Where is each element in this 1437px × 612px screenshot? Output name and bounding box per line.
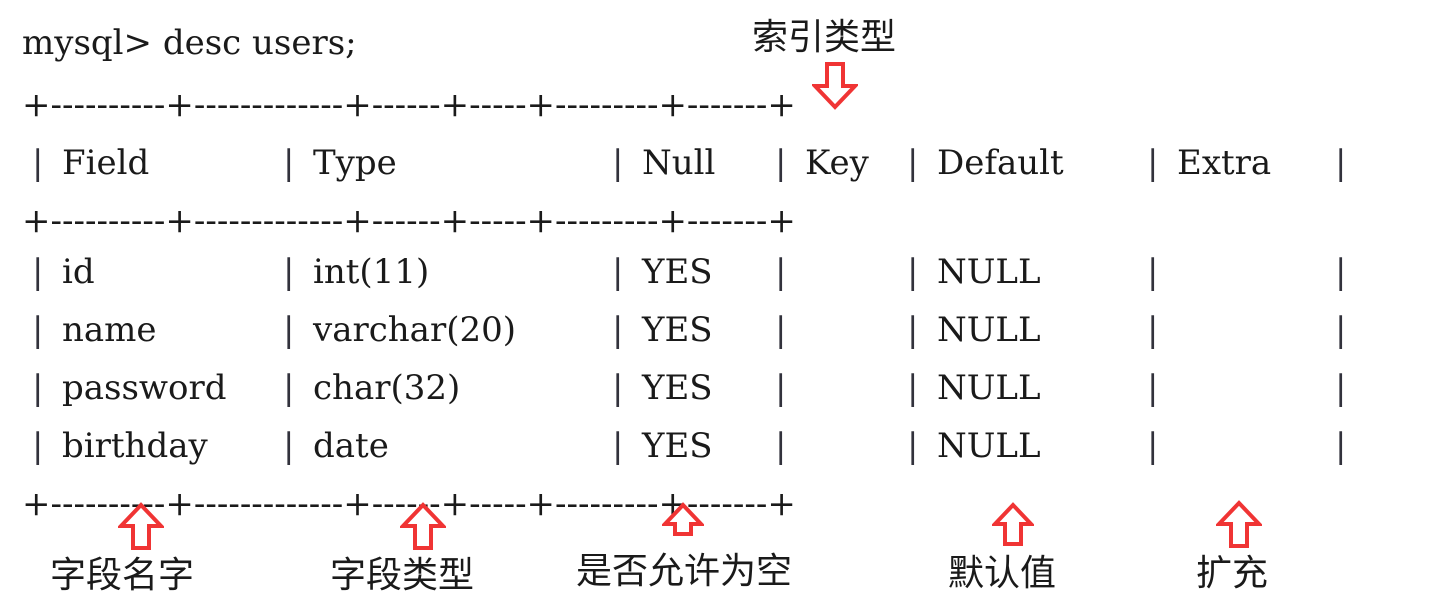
cell-field: password	[62, 368, 227, 408]
column-separator: |	[283, 143, 295, 183]
column-separator: |	[1147, 252, 1159, 292]
column-separator: |	[612, 426, 624, 466]
arrow-up-icon-extra	[1216, 500, 1262, 548]
column-separator: |	[907, 426, 919, 466]
column-separator: |	[775, 143, 787, 183]
cell-null: YES	[642, 252, 713, 292]
cell-default: NULL	[937, 368, 1041, 408]
cell-default: NULL	[937, 252, 1041, 292]
column-separator: |	[907, 310, 919, 350]
cell-type: char(32)	[313, 368, 461, 408]
column-separator: |	[1335, 252, 1347, 292]
column-separator: |	[612, 252, 624, 292]
annotation-label-extra: 扩充	[1196, 553, 1269, 594]
column-separator: |	[32, 143, 44, 183]
cell-type: int(11)	[313, 252, 430, 292]
column-header-key: Key	[805, 143, 869, 183]
column-separator: |	[1335, 310, 1347, 350]
column-separator: |	[775, 310, 787, 350]
annotation-label-index-type: 索引类型	[752, 17, 897, 58]
arrow-up-icon-field-type	[400, 502, 446, 550]
cell-type: date	[313, 426, 389, 466]
cell-default: NULL	[937, 426, 1041, 466]
column-separator: |	[775, 368, 787, 408]
cell-field: birthday	[62, 426, 208, 466]
column-separator: |	[283, 252, 295, 292]
cell-field: id	[62, 252, 95, 292]
column-separator: |	[907, 252, 919, 292]
column-separator: |	[612, 143, 624, 183]
column-header-extra: Extra	[1177, 143, 1272, 183]
arrow-up-icon-field-name	[118, 502, 164, 550]
cell-type: varchar(20)	[313, 310, 516, 350]
column-separator: |	[612, 368, 624, 408]
column-separator: |	[32, 426, 44, 466]
cell-null: YES	[642, 368, 713, 408]
mysql-prompt-line: mysql> desc users;	[22, 23, 357, 63]
column-separator: |	[32, 310, 44, 350]
column-separator: |	[1147, 368, 1159, 408]
annotation-label-field-type: 字段类型	[330, 555, 475, 596]
cell-field: name	[62, 310, 157, 350]
column-separator: |	[907, 368, 919, 408]
column-header-null: Null	[642, 143, 716, 183]
column-separator: |	[1335, 368, 1347, 408]
column-header-default: Default	[937, 143, 1064, 183]
column-header-type: Type	[313, 143, 397, 183]
column-separator: |	[283, 368, 295, 408]
arrow-down-icon-index-type	[812, 62, 858, 110]
column-separator: |	[612, 310, 624, 350]
annotation-label-default-value: 默认值	[948, 553, 1057, 594]
cell-null: YES	[642, 426, 713, 466]
cell-default: NULL	[937, 310, 1041, 350]
cell-null: YES	[642, 310, 713, 350]
column-separator: |	[775, 426, 787, 466]
column-header-field: Field	[62, 143, 150, 183]
table-rule-top: +----------+-------------+------+-----+-…	[22, 85, 796, 125]
column-separator: |	[1147, 426, 1159, 466]
column-separator: |	[1147, 143, 1159, 183]
column-separator: |	[1335, 143, 1347, 183]
column-separator: |	[775, 252, 787, 292]
column-separator: |	[1147, 310, 1159, 350]
annotation-label-nullable: 是否允许为空	[576, 551, 793, 592]
column-separator: |	[283, 310, 295, 350]
column-separator: |	[1335, 426, 1347, 466]
column-separator: |	[283, 426, 295, 466]
column-separator: |	[32, 252, 44, 292]
column-separator: |	[32, 368, 44, 408]
annotation-label-field-name: 字段名字	[50, 555, 195, 596]
table-rule-header: +----------+-------------+------+-----+-…	[22, 201, 796, 241]
column-separator: |	[907, 143, 919, 183]
arrow-up-icon-nullable	[662, 502, 704, 542]
arrow-up-icon-default-value	[992, 502, 1034, 546]
